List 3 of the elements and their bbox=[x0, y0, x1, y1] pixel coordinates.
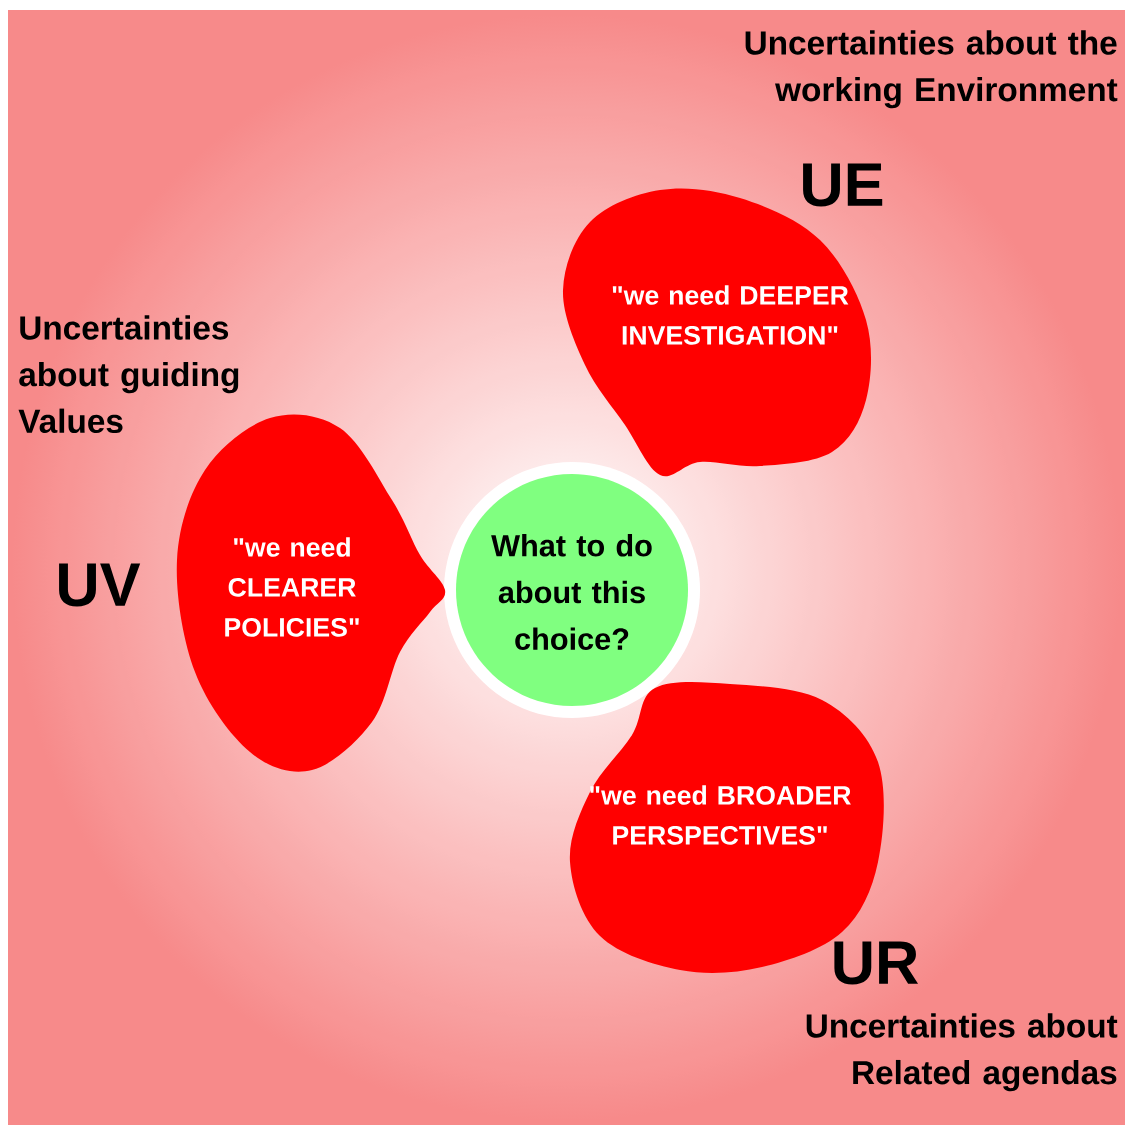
heading-text: Uncertainties about Related agendas bbox=[806, 1013, 1118, 1092]
speech-blob: "we need CLEARER POLICIES" bbox=[176, 414, 446, 772]
heading-text: Uncertainties about the working Environment bbox=[745, 30, 1118, 109]
